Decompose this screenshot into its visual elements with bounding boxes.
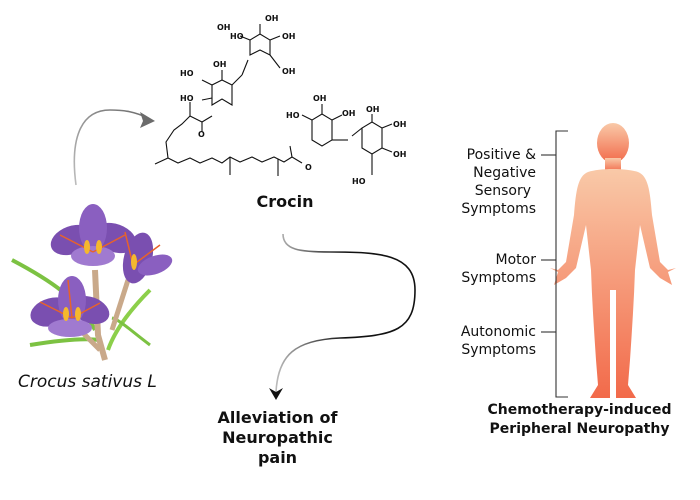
- oh-label: OH: [393, 150, 407, 159]
- symptom-line: Autonomic: [460, 324, 536, 340]
- ho-label: HO: [180, 69, 194, 78]
- oh-label: OH: [313, 94, 327, 103]
- crocin-label: Crocin: [256, 192, 314, 211]
- condition-line: Chemotherapy-induced: [487, 402, 672, 418]
- oh-label: OH: [217, 23, 231, 32]
- o-label: O: [305, 163, 312, 172]
- outcome-line: Alleviation of: [217, 408, 338, 427]
- symptom-line: Motor: [495, 252, 536, 268]
- ho-label: HO: [286, 111, 300, 120]
- oh-label: OH: [265, 14, 279, 23]
- outcome-label: Alleviation of Neuropathic pain: [210, 408, 345, 468]
- outcome-line: pain: [257, 448, 298, 467]
- symptom-line: Symptoms: [461, 201, 536, 217]
- oh-label: OH: [393, 120, 407, 129]
- symptom-line: Sensory: [474, 183, 531, 199]
- outcome-line: Neuropathic: [222, 428, 333, 447]
- ho-label: HO: [230, 32, 244, 41]
- symptom-line: Positive &: [466, 147, 536, 163]
- oh-label: OH: [282, 67, 296, 76]
- ho-label: HO: [180, 94, 194, 103]
- symptom-autonomic: Autonomic Symptoms: [430, 323, 536, 359]
- oh-label: OH: [342, 109, 356, 118]
- condition-line: Peripheral Neuropathy: [489, 421, 670, 437]
- oh-label: OH: [282, 32, 296, 41]
- symptom-sensory: Positive & Negative Sensory Symptoms: [430, 146, 536, 218]
- condition-label: Chemotherapy-induced Peripheral Neuropat…: [462, 401, 697, 439]
- symptom-motor: Motor Symptoms: [430, 251, 536, 287]
- oh-label: OH: [366, 105, 380, 114]
- symptom-line: Negative: [473, 165, 536, 181]
- symptom-line: Symptoms: [461, 270, 536, 286]
- symptom-bracket: [541, 130, 568, 398]
- plant-name-label: Crocus sativus L: [18, 372, 157, 392]
- symptom-line: Symptoms: [461, 342, 536, 358]
- ho-label: HO: [352, 177, 366, 186]
- oh-label: OH: [213, 60, 227, 69]
- o-label: O: [198, 130, 205, 139]
